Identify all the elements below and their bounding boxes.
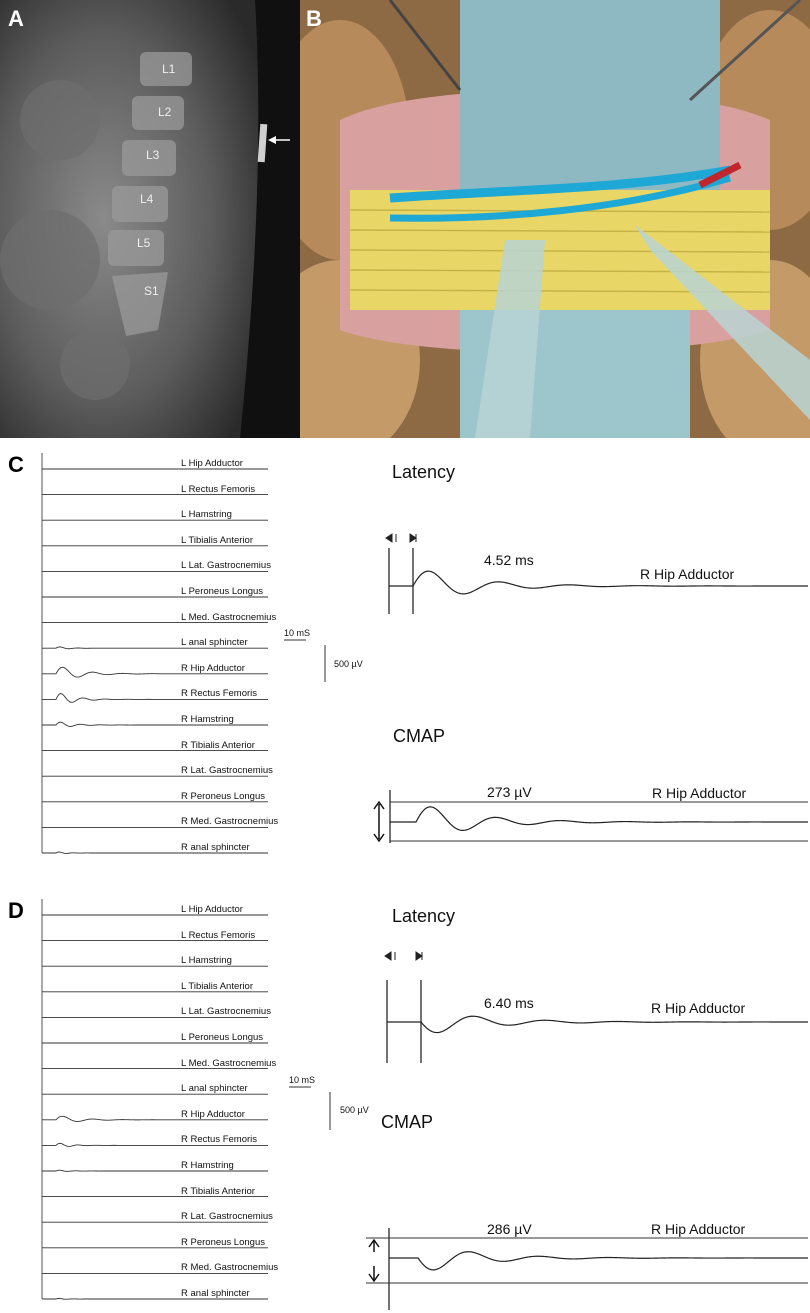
muscle-label: L anal sphincter bbox=[181, 637, 248, 649]
cmap-amplitude-arrow-c bbox=[373, 800, 385, 843]
muscle-label: R anal sphincter bbox=[181, 842, 250, 853]
panel-letter-d: D bbox=[8, 898, 24, 923]
latency-muscle-c: R Hip Adductor bbox=[640, 566, 735, 582]
muscle-label: L Hip Adductor bbox=[181, 458, 243, 469]
muscle-label: L Med. Gastrocnemius bbox=[181, 1057, 277, 1069]
muscle-label: R Peroneus Longus bbox=[181, 1236, 265, 1248]
latency-title-d: Latency bbox=[392, 906, 456, 926]
latency-title-c: Latency bbox=[392, 462, 456, 482]
vertebra-label-l3: L3 bbox=[146, 148, 160, 162]
muscle-label: L Rectus Femoris bbox=[181, 929, 256, 941]
panel-letter-a: A bbox=[8, 6, 24, 31]
muscle-label: R Hamstring bbox=[181, 714, 234, 725]
muscle-label: R Lat. Gastrocnemius bbox=[181, 765, 273, 777]
surgical-illustration bbox=[300, 0, 810, 438]
muscle-label: R Hip Adductor bbox=[181, 1108, 245, 1120]
muscle-label: L Peroneus Longus bbox=[181, 586, 264, 597]
xray-drawing bbox=[0, 0, 300, 438]
vertebra-label-l4: L4 bbox=[140, 192, 154, 206]
xray-image: L1 L2 L3 L4 L5 S1 bbox=[0, 0, 300, 438]
latency-arrow-right-c bbox=[409, 533, 417, 543]
cmap-title-d: CMAP bbox=[381, 1112, 434, 1132]
vertebra-label-s1: S1 bbox=[144, 284, 159, 298]
panel-letter-c: C bbox=[8, 452, 24, 477]
latency-value-c: 4.52 ms bbox=[484, 552, 534, 568]
cmap-trace-d bbox=[389, 1251, 809, 1271]
muscle-label: L Hamstring bbox=[181, 955, 232, 967]
latency-trace-c bbox=[389, 570, 808, 595]
cmap-trace-c bbox=[390, 806, 808, 831]
amp-scale-label-d: 500 µV bbox=[340, 1105, 369, 1115]
latency-arrow-left-c bbox=[385, 533, 397, 543]
vertebra-label-l1: L1 bbox=[162, 62, 176, 76]
cmap-value-d: 286 µV bbox=[487, 1221, 532, 1237]
cmap-amplitude-arrow-d bbox=[368, 1238, 380, 1283]
cmap-value-c: 273 µV bbox=[487, 784, 532, 800]
vertebra-label-l5: L5 bbox=[137, 236, 151, 250]
muscle-label: R Hip Adductor bbox=[181, 662, 245, 674]
muscle-label: R Rectus Femoris bbox=[181, 688, 258, 700]
latency-arrow-right-d bbox=[415, 951, 423, 961]
vertebra-label-l2: L2 bbox=[158, 105, 172, 119]
time-scale-label-d: 10 mS bbox=[289, 1075, 316, 1085]
muscle-label: L Peroneus Longus bbox=[181, 1032, 264, 1043]
muscle-label: L anal sphincter bbox=[181, 1083, 248, 1095]
muscle-label: R Hamstring bbox=[181, 1160, 234, 1171]
panel-letter-b: B bbox=[306, 6, 322, 31]
amp-scale-label-c: 500 µV bbox=[334, 659, 363, 669]
muscle-label: R anal sphincter bbox=[181, 1288, 250, 1299]
latency-arrow-left-d bbox=[384, 951, 396, 961]
muscle-label: R Tibialis Anterior bbox=[181, 739, 255, 751]
muscle-label: L Rectus Femoris bbox=[181, 483, 256, 495]
muscle-label: R Tibialis Anterior bbox=[181, 1185, 255, 1197]
cmap-muscle-d: R Hip Adductor bbox=[651, 1221, 746, 1237]
cmap-muscle-c: R Hip Adductor bbox=[652, 785, 747, 801]
muscle-label: R Lat. Gastrocnemius bbox=[181, 1211, 273, 1223]
time-scale-label-c: 10 mS bbox=[284, 628, 311, 638]
latency-trace-d bbox=[387, 1015, 808, 1034]
emg-trace bbox=[42, 721, 268, 727]
muscle-label: L Tibialis Anterior bbox=[181, 534, 253, 546]
muscle-label: R Med. Gastrocnemius bbox=[181, 1262, 279, 1274]
muscle-label: L Hip Adductor bbox=[181, 904, 243, 915]
latency-value-d: 6.40 ms bbox=[484, 995, 534, 1011]
emg-trace bbox=[42, 1169, 268, 1172]
muscle-label: L Hamstring bbox=[181, 509, 232, 521]
muscle-label: L Lat. Gastrocnemius bbox=[181, 1006, 271, 1018]
muscle-label: R Peroneus Longus bbox=[181, 790, 265, 802]
muscle-label: L Med. Gastrocnemius bbox=[181, 611, 277, 623]
surgical-drawing bbox=[300, 0, 810, 438]
muscle-label: R Med. Gastrocnemius bbox=[181, 816, 279, 828]
muscle-label: L Tibialis Anterior bbox=[181, 980, 253, 992]
muscle-label: R Rectus Femoris bbox=[181, 1134, 258, 1146]
muscle-label: L Lat. Gastrocnemius bbox=[181, 560, 271, 572]
latency-muscle-d: R Hip Adductor bbox=[651, 1000, 746, 1016]
cmap-title-c: CMAP bbox=[393, 726, 446, 746]
